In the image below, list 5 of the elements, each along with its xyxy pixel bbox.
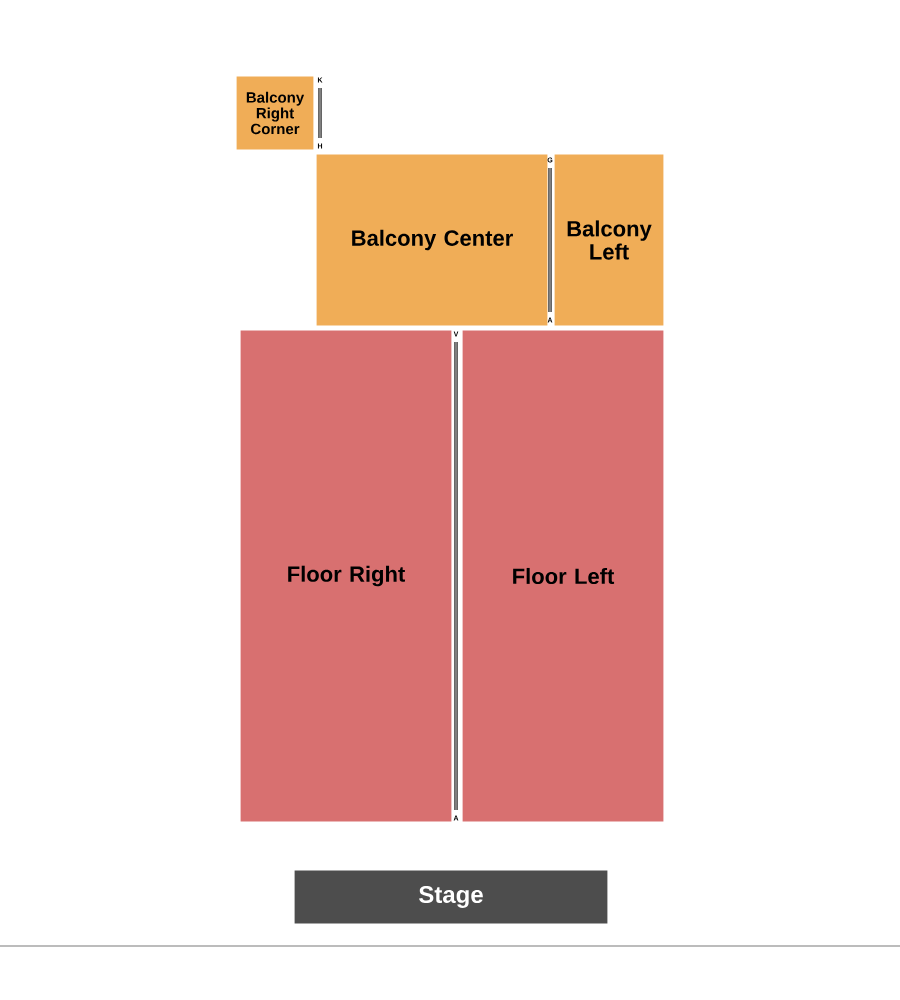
stage-block: Stage bbox=[293, 869, 609, 925]
section-block: Floor Right bbox=[239, 329, 453, 823]
section-block: Balcony Left bbox=[553, 153, 665, 327]
section-block: Balcony Center bbox=[315, 153, 549, 327]
section-block: Floor Left bbox=[461, 329, 665, 823]
